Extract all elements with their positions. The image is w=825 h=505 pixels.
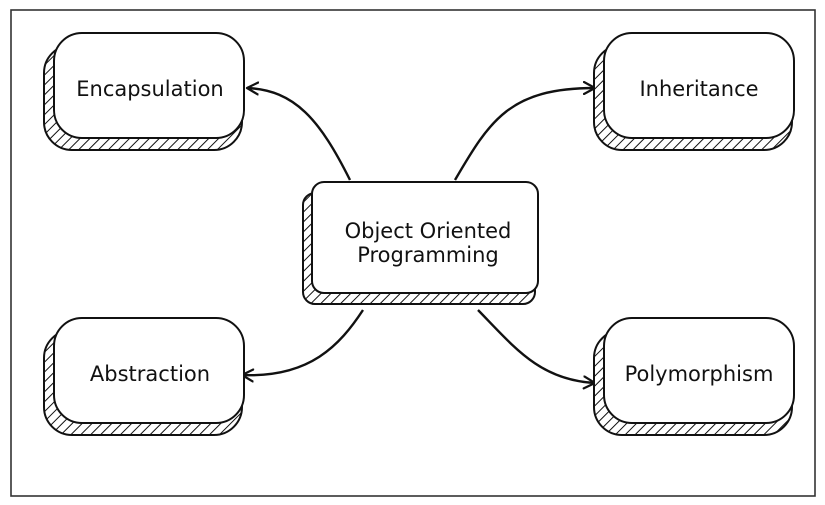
node-encapsulation-label: Encapsulation: [76, 77, 224, 101]
node-polymorphism-label: Polymorphism: [625, 362, 774, 386]
node-abstraction-label: Abstraction: [90, 362, 210, 386]
node-encapsulation: Encapsulation: [43, 32, 245, 151]
node-polymorphism: Polymorphism: [593, 317, 795, 436]
node-inheritance-label: Inheritance: [639, 77, 758, 101]
node-abstraction: Abstraction: [43, 317, 245, 436]
node-inheritance: Inheritance: [593, 32, 795, 151]
center-label-line1: Object Oriented: [345, 219, 512, 243]
edge-to-encapsulation: [247, 88, 352, 181]
center-label-line2: Programming: [357, 243, 499, 267]
edge-to-inheritance: [453, 88, 595, 181]
node-object-oriented-programming: Object Oriented Programming: [302, 181, 539, 305]
edge-to-polymorphism: [477, 309, 595, 383]
edge-to-abstraction: [242, 309, 365, 375]
